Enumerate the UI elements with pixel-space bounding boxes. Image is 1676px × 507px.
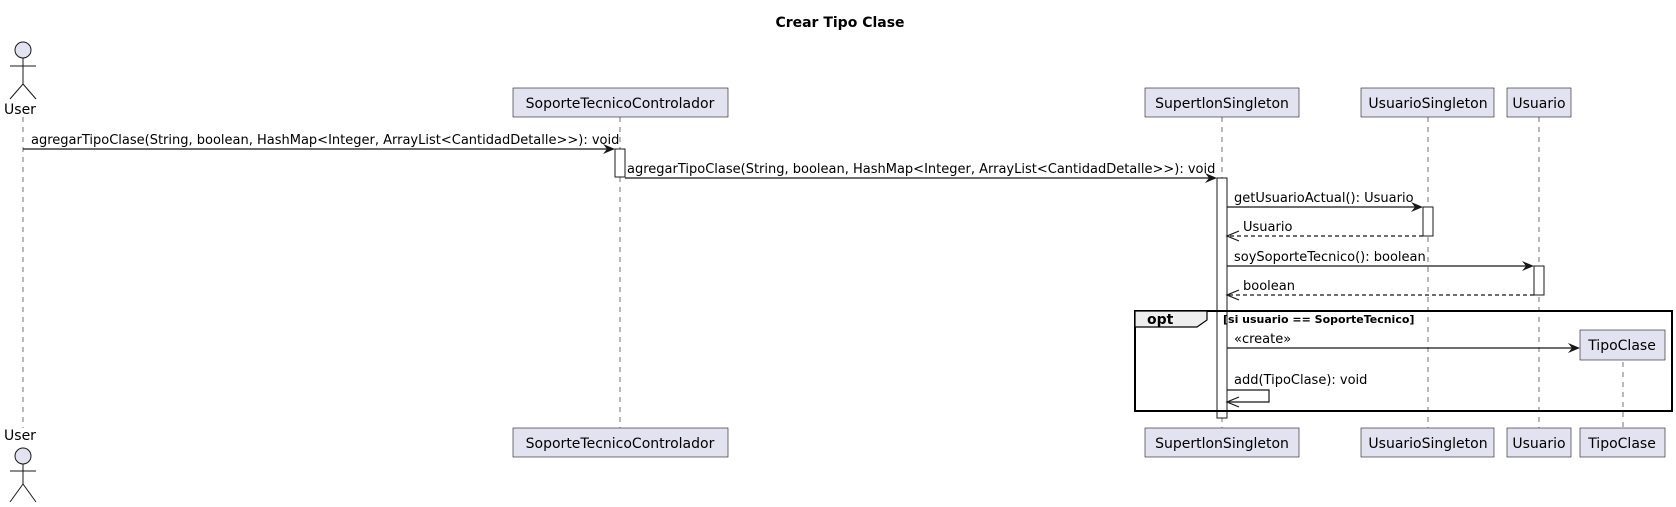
activation-usuario (1533, 265, 1545, 296)
opt-fragment: opt [si usuario == SoporteTecnico] (1134, 310, 1673, 412)
message-2-label: agregarTipoClase(String, boolean, HashMa… (627, 162, 1215, 177)
participant-soporte-label-top: SoporteTecnicoControlador (526, 96, 715, 112)
participant-usuario-singleton-top (1360, 87, 1495, 118)
message-4-arrowhead (1522, 261, 1534, 271)
participant-supertlon-label-top: SupertlonSingleton (1155, 96, 1289, 112)
actor-user-label-top: User (4, 102, 36, 118)
participant-usuario-singleton-bottom (1360, 427, 1495, 458)
participant-supertlon-bottom (1144, 427, 1300, 458)
return-3-label: Usuario (1243, 220, 1292, 235)
return-3-arrowhead (1225, 230, 1240, 242)
participant-tipo-clase-label-bottom: TipoClase (1587, 436, 1656, 452)
message-2-arrowhead (1205, 173, 1217, 183)
return-4: boolean (1225, 279, 1534, 301)
actor-body-bottom (9, 464, 37, 503)
message-5-arrowhead (1568, 343, 1580, 353)
message-3: getUsuarioActual(): Usuario (1227, 191, 1423, 212)
participant-usuario-singleton-label-top: UsuarioSingleton (1368, 96, 1487, 112)
opt-frame (1134, 310, 1673, 412)
message-1: agregarTipoClase(String, boolean, HashMa… (23, 133, 619, 154)
activation-usuario-singleton (1422, 206, 1434, 237)
message-3-arrowhead (1411, 202, 1423, 212)
participants-bottom: SoporteTecnicoControlador SupertlonSingl… (512, 427, 1666, 458)
return-4-arrowhead (1225, 289, 1240, 301)
participant-usuario-label-top: Usuario (1512, 96, 1565, 112)
participant-usuario-singleton-label-bottom: UsuarioSingleton (1368, 436, 1487, 452)
activation-supertlon (1216, 177, 1228, 419)
participant-tipo-clase-created-label: TipoClase (1587, 338, 1656, 354)
diagram-title: Crear Tipo Clase (775, 15, 904, 31)
participants-top: SoporteTecnicoControlador SupertlonSingl… (512, 87, 1572, 118)
message-6: add(TipoClase): void (1225, 373, 1367, 408)
opt-keyword: opt (1147, 312, 1174, 328)
actor-body (9, 58, 37, 100)
participant-soporte-top (512, 87, 729, 118)
return-4-label: boolean (1243, 279, 1295, 294)
participant-tipo-clase-created-box (1579, 329, 1666, 361)
message-3-label: getUsuarioActual(): Usuario (1234, 191, 1414, 206)
activation-soporte (614, 148, 626, 178)
participant-supertlon-label-bottom: SupertlonSingleton (1155, 436, 1289, 452)
opt-tab (1134, 310, 1208, 328)
participant-soporte-bottom (512, 427, 729, 458)
message-5: «create» (1227, 332, 1580, 353)
message-1-arrowhead (603, 144, 615, 154)
return-3: Usuario (1225, 220, 1423, 242)
participant-tipo-clase-bottom (1579, 427, 1666, 458)
activations (614, 148, 1545, 419)
actor-head-bottom (14, 447, 32, 465)
actor-head (14, 41, 32, 59)
actor-user-bottom: User (4, 428, 37, 503)
participant-usuario-label-bottom: Usuario (1512, 436, 1565, 452)
actor-user-top: User (4, 41, 37, 118)
participant-usuario-top (1506, 87, 1572, 118)
message-5-label: «create» (1234, 332, 1291, 347)
participant-usuario-bottom (1506, 427, 1572, 458)
message-6-arrowhead (1225, 396, 1240, 408)
participant-supertlon-top (1144, 87, 1300, 118)
message-1-label: agregarTipoClase(String, boolean, HashMa… (31, 133, 619, 148)
message-4-label: soySoporteTecnico(): boolean (1234, 250, 1426, 265)
message-6-label: add(TipoClase): void (1234, 373, 1367, 388)
participant-soporte-label-bottom: SoporteTecnicoControlador (526, 436, 715, 452)
participant-tipo-clase-created: TipoClase (1579, 329, 1666, 361)
opt-guard: [si usuario == SoporteTecnico] (1223, 313, 1414, 326)
message-2: agregarTipoClase(String, boolean, HashMa… (625, 162, 1217, 183)
message-6-line (1227, 389, 1270, 403)
message-4: soySoporteTecnico(): boolean (1227, 250, 1534, 271)
actor-user-label-bottom: User (4, 428, 36, 444)
